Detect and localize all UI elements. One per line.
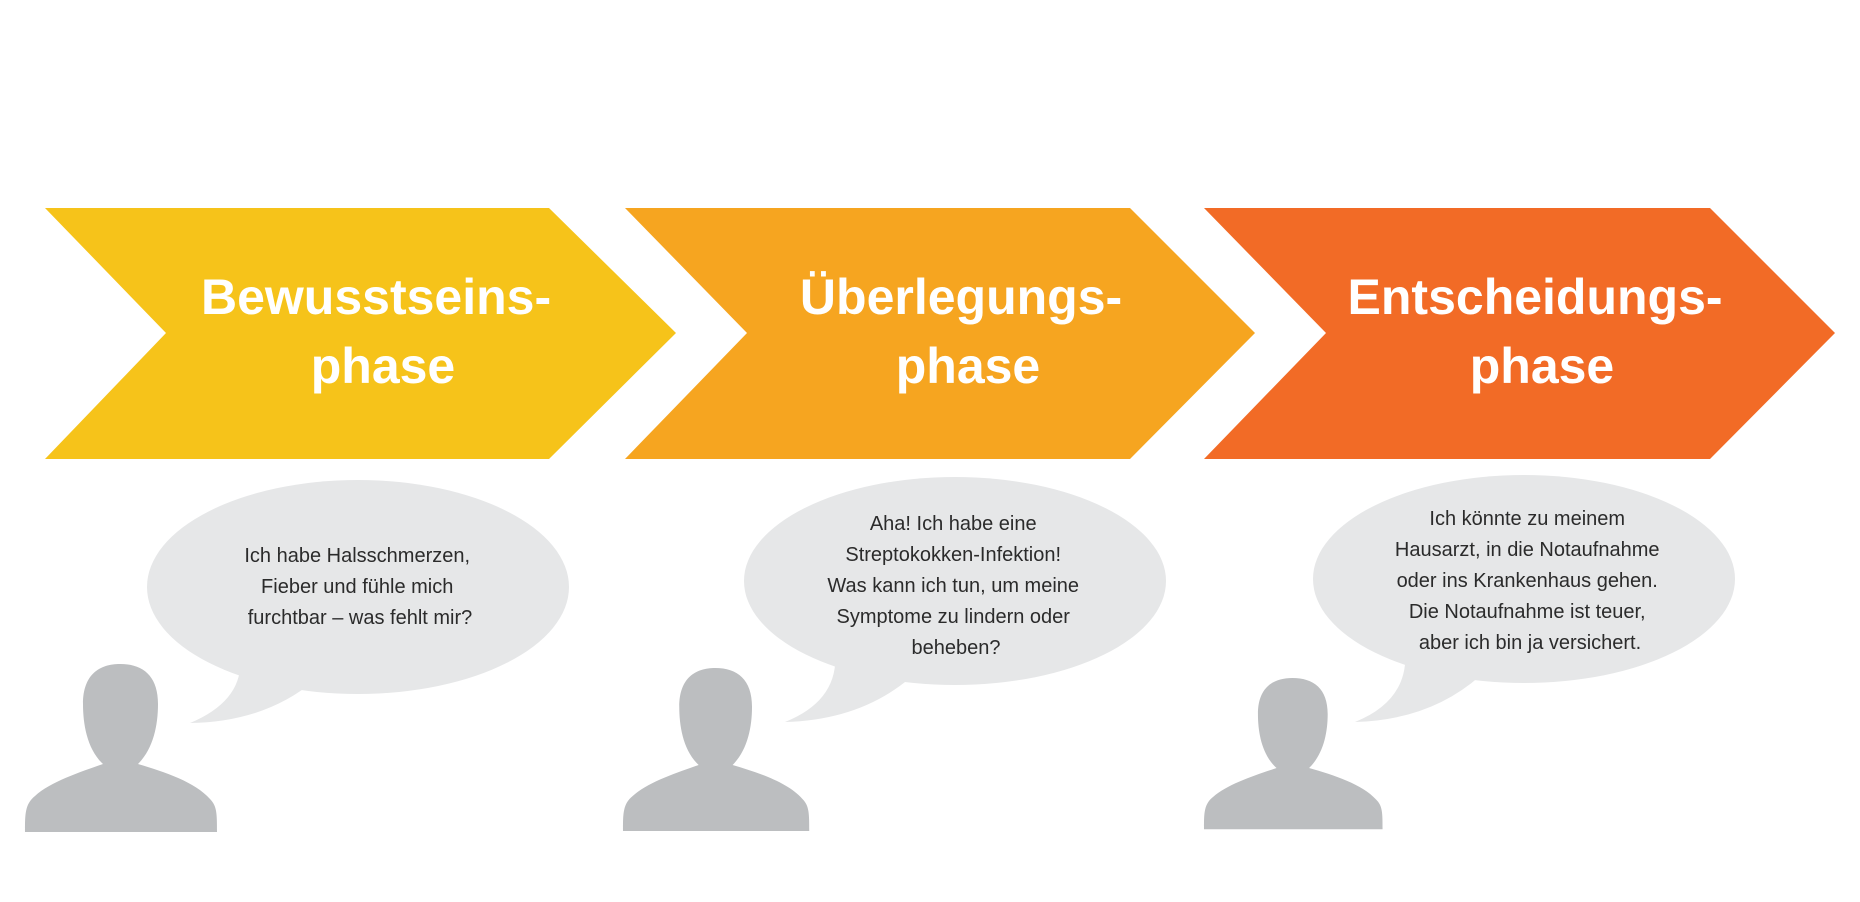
person-icon [25, 664, 217, 832]
phase-title-awareness: Bewusstseins- phase [201, 269, 565, 394]
phase-title-decision: Entscheidungs- phase [1348, 269, 1737, 394]
chevron-awareness-phase [45, 208, 676, 459]
speech-bubble-consideration [744, 477, 1166, 722]
person-icon [1204, 678, 1383, 830]
speech-bubble-decision [1313, 475, 1735, 722]
person-icon [623, 668, 810, 831]
quote-awareness: Ich habe Halsschmerzen, Fieber und fühle… [244, 545, 475, 629]
quote-consideration: Aha! Ich habe eine Streptokokken-Infekti… [827, 513, 1084, 659]
phase-title-consideration: Überlegungs- phase [800, 269, 1136, 394]
quote-decision: Ich könnte zu meinem Hausarzt, in die No… [1395, 508, 1665, 654]
speech-bubble-awareness [147, 480, 569, 723]
chevron-decision-phase [1204, 208, 1835, 459]
chevron-consideration-phase [625, 208, 1255, 459]
